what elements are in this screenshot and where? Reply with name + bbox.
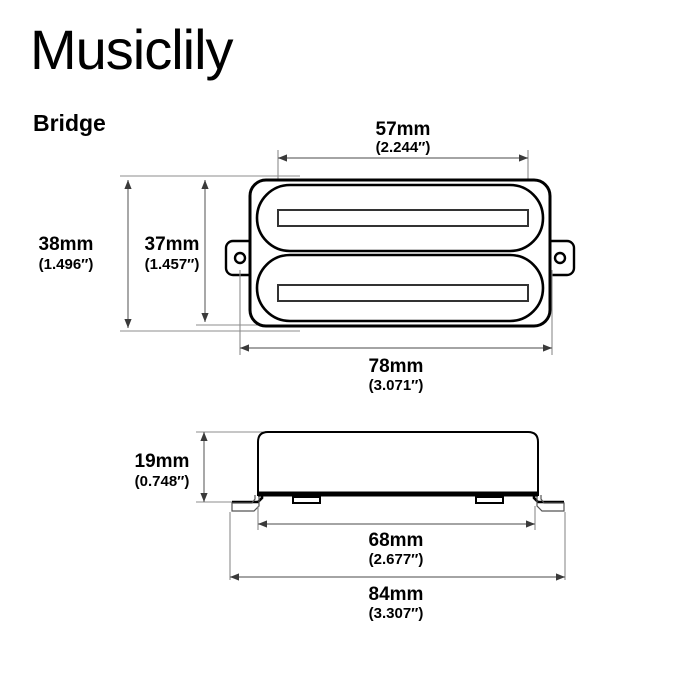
dimension-label-37-inch: (1.457″) [145,256,200,273]
dimension-label-84-inch: (3.307″) [369,605,424,622]
dimension-width-68 [258,520,535,528]
dimension-label-38-inch: (1.496″) [39,256,94,273]
dimension-label-19-inch: (0.748″) [135,473,190,490]
dimension-label-68-inch: (2.677″) [369,551,424,568]
baseplate-notch-left [292,496,321,504]
dimension-width-84 [230,573,565,581]
upper-blade-slot [277,209,529,227]
dimension-label-68-mm: 68mm [369,530,424,551]
ext-lines-bottom-dims [229,506,566,580]
dimension-height-19 [200,432,208,502]
dimension-label-78-mm: 78mm [369,356,424,377]
dimension-label-38-mm: 38mm [39,234,94,255]
baseplate-notch-right [475,496,504,504]
dimension-label-84-mm: 84mm [369,584,424,605]
dimension-height-38 [124,180,132,328]
ext-lines-78 [239,270,553,355]
dimension-label-78-inch: (3.071″) [369,377,424,394]
top-view-group: 57mm (2.244″) 38mm (1.496″) [39,119,576,394]
lower-blade-slot [277,284,529,302]
dimension-width-57 [278,154,528,162]
dimension-label-57-mm: 57mm [376,119,431,140]
page-subtitle: Bridge [33,110,106,136]
brand-title: Musiclily [30,18,234,81]
side-view-group: 19mm (0.748″) [135,431,566,622]
dimension-label-37-mm: 37mm [145,234,200,255]
dimension-height-37 [201,180,209,322]
dimension-width-78 [240,344,552,352]
side-view-body [257,431,539,496]
dimension-label-19-mm: 19mm [135,451,190,472]
dimension-label-57-inch: (2.244″) [376,139,431,156]
